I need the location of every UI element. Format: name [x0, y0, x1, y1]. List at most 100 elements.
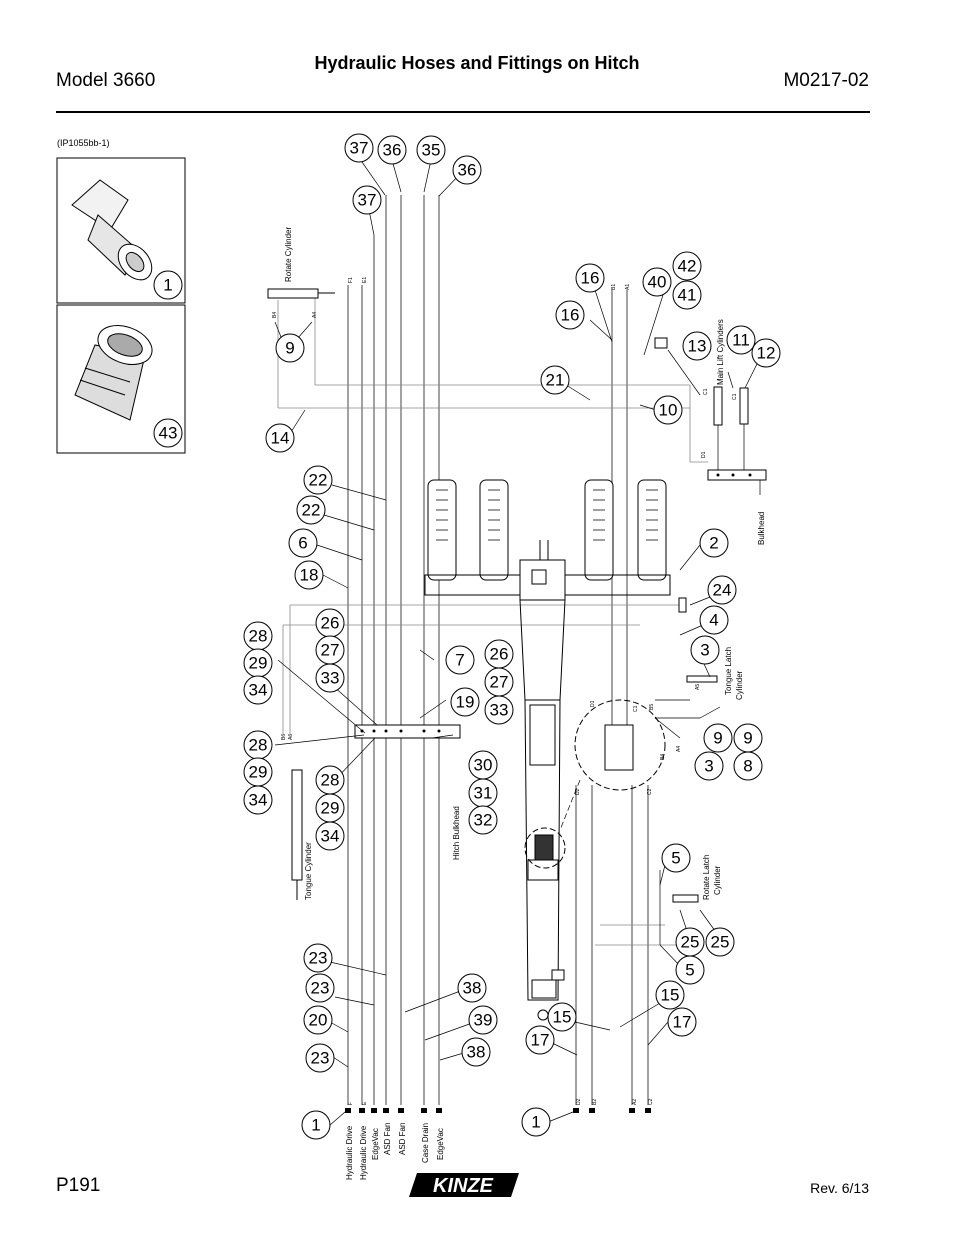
svg-text:9: 9	[713, 729, 722, 748]
svg-text:28: 28	[249, 627, 268, 646]
callout-17b: 17	[667, 1007, 697, 1037]
svg-text:18: 18	[300, 566, 319, 585]
quick-coupler-drawing	[74, 325, 153, 421]
svg-text:43: 43	[159, 424, 178, 443]
callout-27a: 27	[315, 635, 345, 665]
port-c1-mid: C1	[633, 705, 639, 712]
tongue-latch-cylinder	[655, 675, 718, 719]
port-c2: C2	[648, 1098, 654, 1105]
port-d2: D2	[576, 1098, 582, 1105]
svg-text:26: 26	[321, 614, 340, 633]
port-b1-top: B1	[611, 284, 617, 290]
port-f1-top: F1	[348, 277, 354, 283]
callout-9a: 9	[703, 723, 733, 753]
svg-text:33: 33	[321, 669, 340, 688]
svg-text:14: 14	[271, 429, 290, 448]
tractor-label-asd-fan-1: ASD Fan	[383, 1123, 392, 1155]
port-b6: B6	[281, 734, 287, 740]
label-rotate-cylinder: Rotate Cylinder	[284, 227, 293, 282]
svg-text:16: 16	[581, 269, 600, 288]
svg-text:36: 36	[383, 141, 402, 160]
callout-16b: 16	[555, 300, 585, 330]
svg-text:17: 17	[673, 1013, 692, 1032]
callout-29a: 29	[243, 648, 273, 678]
svg-text:39: 39	[474, 1011, 493, 1030]
callout-37b: 37	[352, 185, 382, 215]
port-a4-top: A4	[312, 312, 318, 318]
svg-text:22: 22	[309, 471, 328, 490]
label-bulkhead: Bulkhead	[757, 512, 766, 545]
callout-34b: 34	[243, 785, 273, 815]
svg-text:22: 22	[302, 501, 321, 520]
leader-lines	[274, 159, 761, 1126]
callout-32: 32	[468, 805, 498, 835]
callout-22a: 22	[303, 465, 333, 495]
svg-text:40: 40	[648, 273, 667, 292]
port-b5: B5	[649, 704, 655, 710]
callout-13: 13	[682, 331, 712, 361]
callout-6: 6	[288, 528, 318, 558]
callout-26b: 26	[484, 639, 514, 669]
svg-text:30: 30	[474, 756, 493, 775]
tractor-label-hydraulic-drive-1: Hydraulic Drive	[345, 1125, 354, 1180]
callout-34c: 34	[315, 821, 345, 851]
callout-8: 8	[733, 751, 763, 781]
port-e1-top: E1	[362, 277, 368, 283]
svg-text:28: 28	[321, 771, 340, 790]
callout-38a: 38	[457, 973, 487, 1003]
hose-lines	[277, 195, 708, 1105]
tongue-cylinder	[291, 769, 303, 900]
port-a2: A2	[632, 1099, 638, 1105]
label-main-lift: Main Lift Cylinders	[716, 319, 725, 385]
callout-34a: 34	[243, 675, 273, 705]
port-e: E	[362, 1101, 368, 1105]
svg-text:36: 36	[458, 161, 477, 180]
port-b2: B2	[592, 1099, 598, 1105]
svg-text:3: 3	[700, 641, 709, 660]
svg-text:6: 6	[298, 534, 307, 553]
port-a4: A4	[676, 746, 682, 752]
svg-text:27: 27	[490, 673, 509, 692]
callout-15a: 15	[547, 1002, 577, 1032]
svg-text:38: 38	[463, 979, 482, 998]
svg-text:37: 37	[358, 191, 377, 210]
port-b4: B4	[660, 754, 666, 760]
callout-33a: 33	[315, 663, 345, 693]
callout-35: 35	[416, 135, 446, 165]
svg-text:10: 10	[659, 401, 678, 420]
hitch-frame	[519, 540, 687, 1021]
svg-text:1: 1	[163, 276, 172, 295]
callout-26a: 26	[315, 608, 345, 638]
callout-25b: 25	[705, 927, 735, 957]
callout-24: 24	[707, 575, 737, 605]
svg-text:20: 20	[309, 1011, 328, 1030]
port-d2-mid: D2	[575, 788, 581, 795]
callout-10: 10	[653, 395, 683, 425]
rotate-latch-cylinder	[659, 870, 699, 945]
tractor-label-case-drain: Case Drain	[421, 1123, 430, 1163]
svg-text:1: 1	[531, 1113, 540, 1132]
callout-30: 30	[468, 750, 498, 780]
svg-text:32: 32	[474, 811, 493, 830]
callout-42: 42	[672, 251, 702, 281]
callout-36b: 36	[452, 155, 482, 185]
port-c1b: C1	[732, 393, 738, 400]
callout-40: 40	[642, 267, 672, 297]
svg-text:5: 5	[685, 961, 694, 980]
svg-text:8: 8	[743, 757, 752, 776]
svg-text:3: 3	[704, 757, 713, 776]
callout-23c: 23	[305, 1043, 335, 1073]
callout-38b: 38	[461, 1037, 491, 1067]
callout-17a: 17	[525, 1025, 555, 1055]
callout-18: 18	[294, 560, 324, 590]
tractor-label-edgevac-2: EdgeVac	[436, 1128, 445, 1160]
callout-1a: 1	[301, 1110, 331, 1140]
svg-text:37: 37	[350, 139, 369, 158]
callout-36a: 36	[377, 135, 407, 165]
port-c2-mid: C2	[647, 788, 653, 795]
callout-41: 41	[672, 280, 702, 310]
svg-text:KINZE: KINZE	[433, 1175, 494, 1197]
tractor-label-hydraulic-drive-2: Hydraulic Drive	[359, 1125, 368, 1180]
callout-29c: 29	[315, 793, 345, 823]
svg-text:15: 15	[553, 1008, 572, 1027]
